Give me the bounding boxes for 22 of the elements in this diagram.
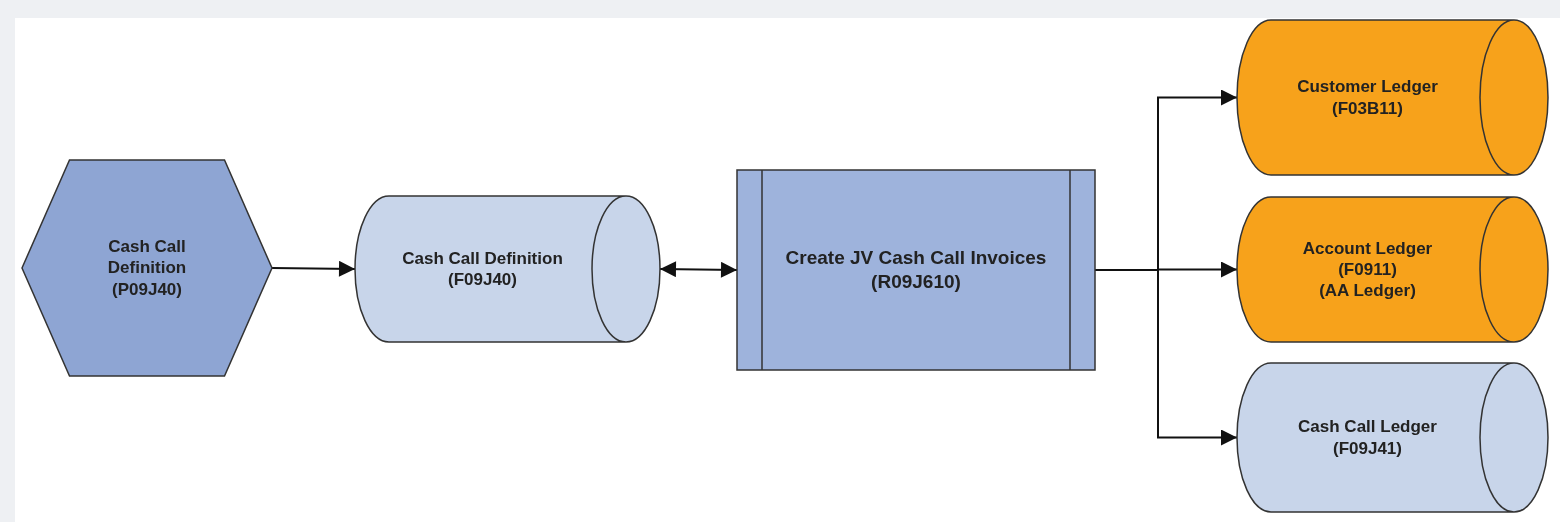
node-label: Create JV Cash Call Invoices [785,246,1047,270]
node-label: (F0911) [1338,258,1397,281]
arrow [659,261,738,278]
node-label: Cash Call Ledger [1298,416,1437,438]
data-store-cylinder [1237,197,1548,342]
node-label: Cash Call Definition [106,236,188,279]
arrow [271,260,356,277]
node-label: (F03B11) [1332,97,1403,119]
data-store-cylinder [1237,363,1548,512]
node-label: (F09J40) [448,269,517,291]
process-hexagon [22,160,272,376]
node-label: Cash Call Definition [402,247,563,269]
node-label: Customer Ledger [1297,76,1438,98]
arrow [1094,269,1238,446]
data-store-cylinder [1237,20,1548,175]
predefined-process-box [737,170,1095,370]
node-label: (R09J610) [871,270,961,294]
node-label: (P09J40) [112,278,182,300]
node-label: (AA Ledger) [1319,280,1416,302]
node-label: (F09J41) [1333,437,1402,459]
data-store-cylinder [355,196,660,342]
node-label: Account Ledger [1302,237,1433,259]
